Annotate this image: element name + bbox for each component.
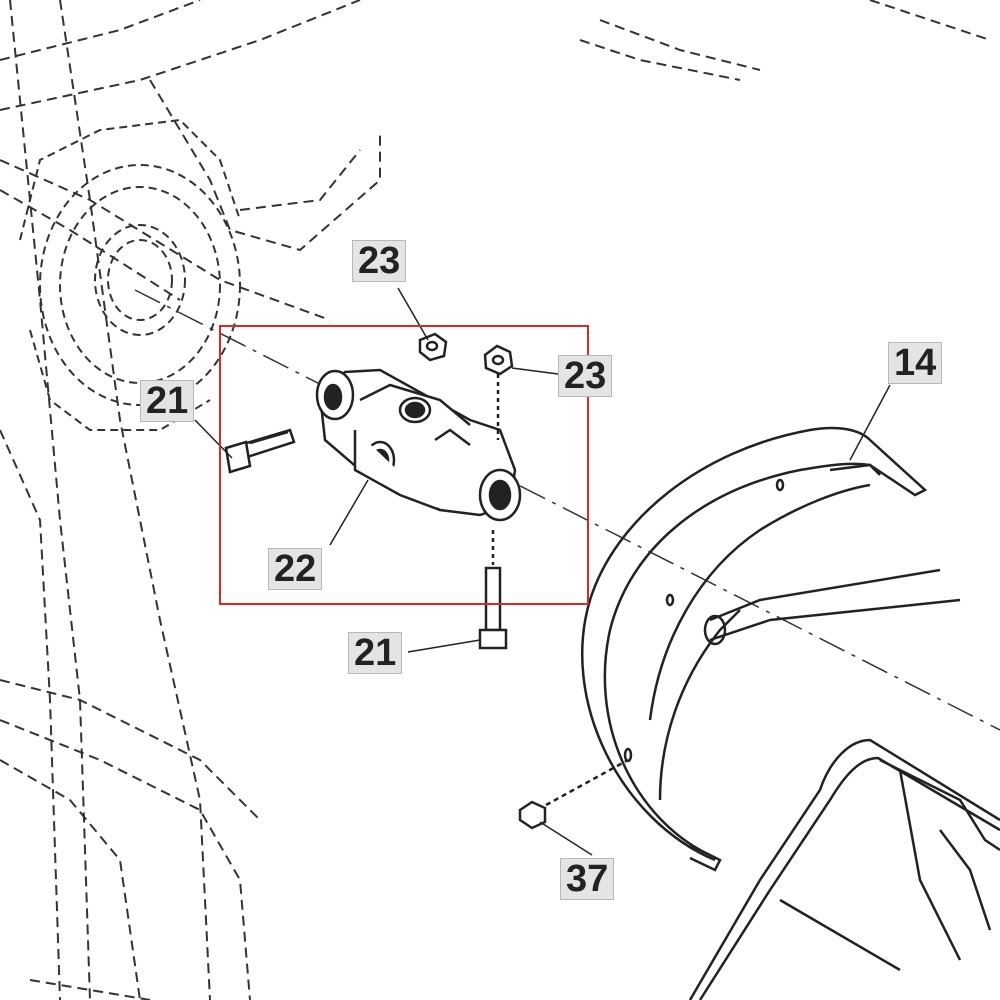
highlight-box (219, 325, 589, 605)
callout-14: 14 (888, 342, 943, 384)
bolt-21-lower (478, 530, 508, 650)
callout-22: 22 (268, 548, 323, 590)
nut-23-right (483, 344, 514, 440)
housing-lower-right (688, 738, 1000, 1000)
bolt-21-left (224, 428, 296, 474)
nut-23-upper (418, 332, 448, 362)
callout-37: 37 (560, 858, 615, 900)
leader-lines (194, 287, 891, 856)
axis-line (134, 289, 1000, 731)
screw-37 (518, 758, 629, 830)
callout-23-upper: 23 (352, 240, 407, 282)
universal-joint-22 (315, 368, 522, 522)
callout-23-right: 23 (558, 355, 613, 397)
callout-21-lower: 21 (348, 632, 403, 674)
phantom-gear (19, 118, 241, 431)
callout-21-left: 21 (140, 380, 195, 422)
shield-part-14 (581, 426, 961, 872)
